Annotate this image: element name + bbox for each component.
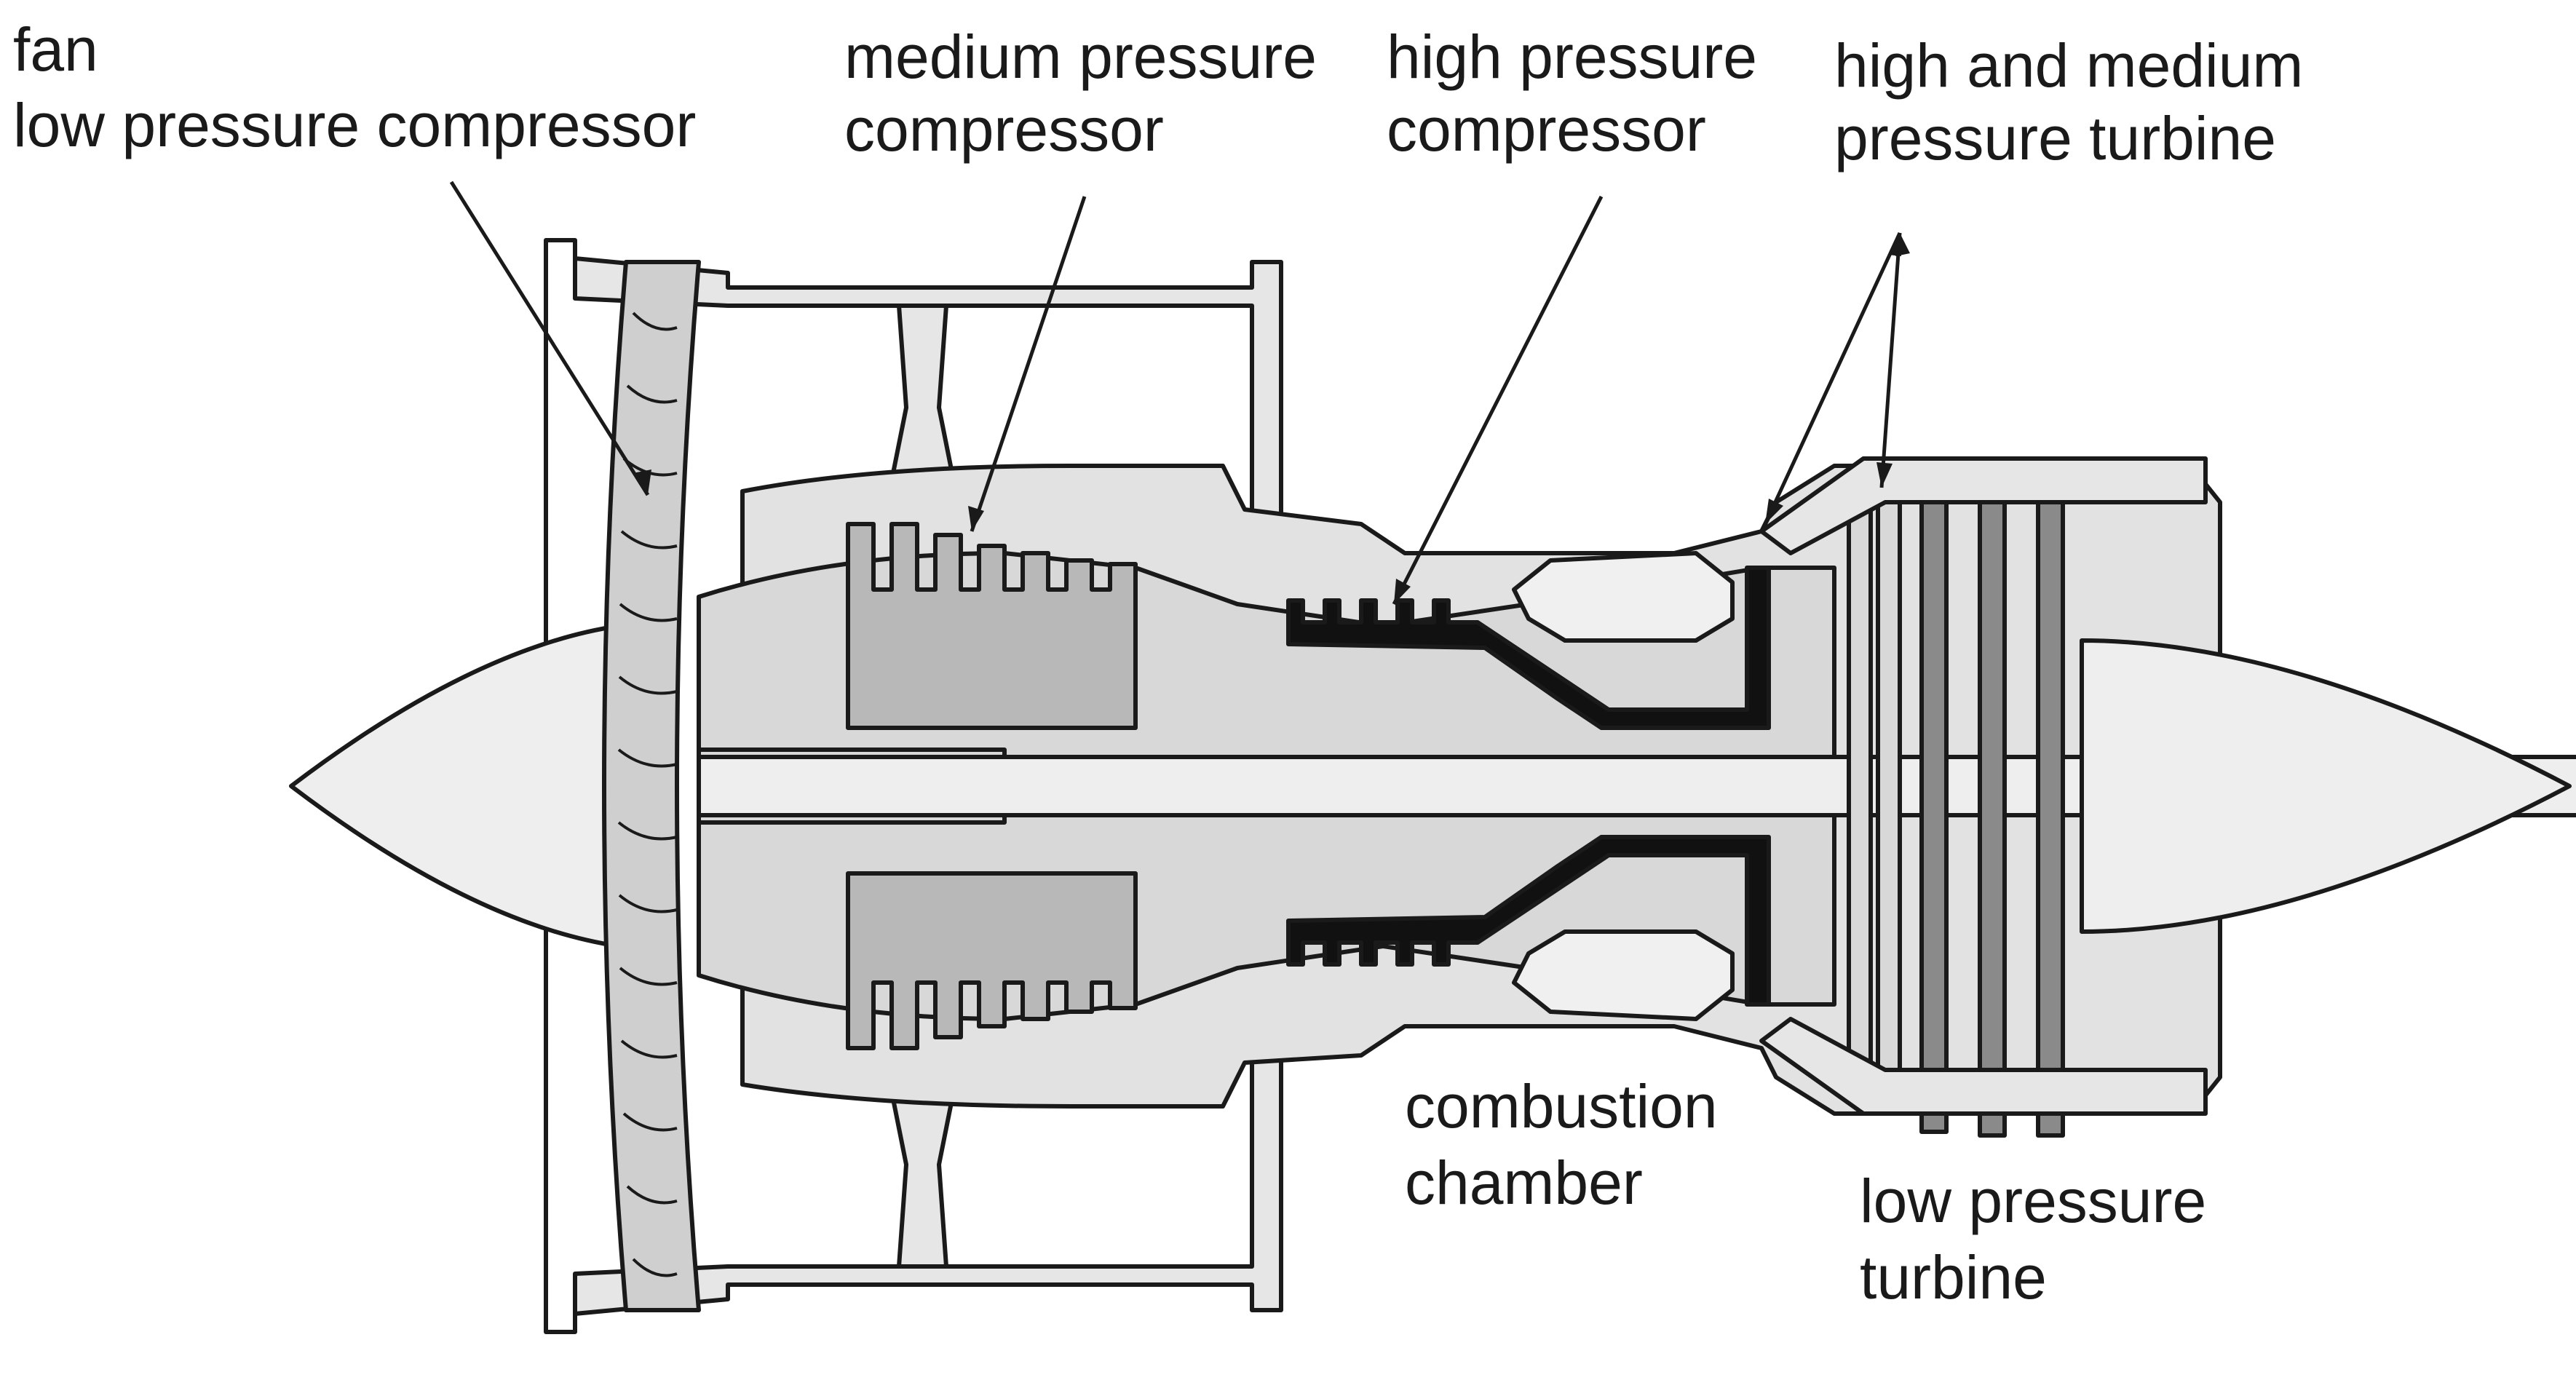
arrowhead-hm-1 [1765, 499, 1783, 524]
leader-hm-turbine-1 [1763, 231, 1902, 526]
spinner [289, 624, 621, 948]
leader-mp-compressor [970, 196, 1087, 532]
label-lp-turbine-line1: low pressure [1860, 1167, 2207, 1235]
leader-hm-turbine-2 [1879, 232, 1902, 488]
lp-turbine-stage-3 [2036, 471, 2065, 1138]
label-mp-compressor-line1: medium pressure [844, 23, 1317, 91]
label-hp-compressor-line1: high pressure [1387, 23, 1757, 91]
mp-compressor-bottom [846, 871, 1138, 1050]
leader-fan [449, 181, 650, 496]
tail-cone [2080, 638, 2572, 934]
label-low-pressure-compressor: low pressure compressor [13, 91, 697, 159]
combustion-chamber-top [1512, 551, 1735, 643]
arrowhead-fan [633, 469, 651, 495]
fan-blade-lines [617, 312, 678, 1277]
hp-compressor-bottom [1286, 835, 1771, 1007]
hp-turbine-disc [1847, 507, 1873, 1065]
label-hm-turbine-line2: pressure turbine [1834, 104, 2276, 172]
label-combustion-line2: chamber [1405, 1149, 1643, 1217]
label-fan: fan [13, 15, 98, 84]
mp-compressor-top [846, 522, 1138, 730]
arrowhead-hm-2 [1876, 462, 1893, 488]
hp-compressor-top [1286, 566, 1771, 730]
exhaust-casing-bottom [1759, 1017, 2208, 1116]
arrowhead-hp [1394, 579, 1411, 604]
exhaust-casing-top [1759, 456, 2208, 555]
fan-disc [602, 260, 701, 1312]
leader-hp-compressor [1392, 195, 1604, 606]
arrowhead-top-2 [1895, 233, 1910, 256]
arrowhead-mp [968, 506, 984, 531]
bypass-strut-bottom [889, 1090, 956, 1269]
bypass-strut-top [889, 304, 956, 483]
mp-turbine-disc [1876, 500, 1902, 1072]
combustion-chamber-bottom [1512, 929, 1735, 1021]
label-lp-turbine-line2: turbine [1860, 1243, 2047, 1312]
label-combustion-line1: combustion [1405, 1072, 1718, 1141]
label-hm-turbine-line1: high and medium [1834, 31, 2304, 100]
label-hp-compressor-line2: compressor [1387, 95, 1706, 164]
lp-turbine-stage-2 [1978, 471, 2007, 1138]
lp-turbine-stage-1 [1919, 475, 1949, 1134]
label-mp-compressor-line2: compressor [844, 95, 1164, 164]
